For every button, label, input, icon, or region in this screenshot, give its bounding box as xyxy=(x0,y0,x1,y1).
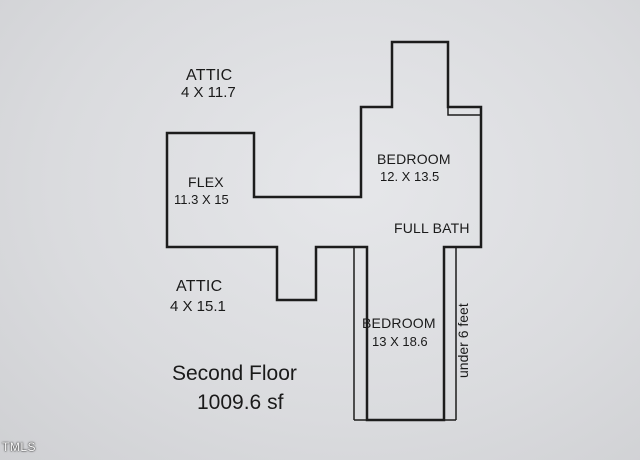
attic-bottom-dimensions: 4 X 15.1 xyxy=(170,298,226,315)
upper-bedroom-label: BEDROOM xyxy=(377,151,451,167)
full-bath-label: FULL BATH xyxy=(394,220,470,236)
floor-area: 1009.6 sf xyxy=(197,391,284,414)
flex-room-dimensions: 11.3 X 15 xyxy=(174,192,229,207)
low-ceiling-note: under 6 feet xyxy=(455,303,471,378)
flex-room-label: FLEX xyxy=(188,174,224,190)
lower-bedroom-label: BEDROOM xyxy=(362,315,436,331)
attic-top-dimensions: 4 X 11.7 xyxy=(181,84,236,101)
lower-bedroom-dimensions: 13 X 18.6 xyxy=(372,334,428,349)
floor-title: Second Floor xyxy=(172,362,297,385)
attic-top-label: ATTIC xyxy=(186,67,233,84)
watermark-logo: TMLS xyxy=(2,440,37,454)
attic-bottom-label: ATTIC xyxy=(176,278,223,295)
upper-bedroom-dimensions: 12. X 13.5 xyxy=(380,169,440,184)
floor-plan-outline xyxy=(165,40,483,422)
wall-ledge xyxy=(447,107,481,116)
